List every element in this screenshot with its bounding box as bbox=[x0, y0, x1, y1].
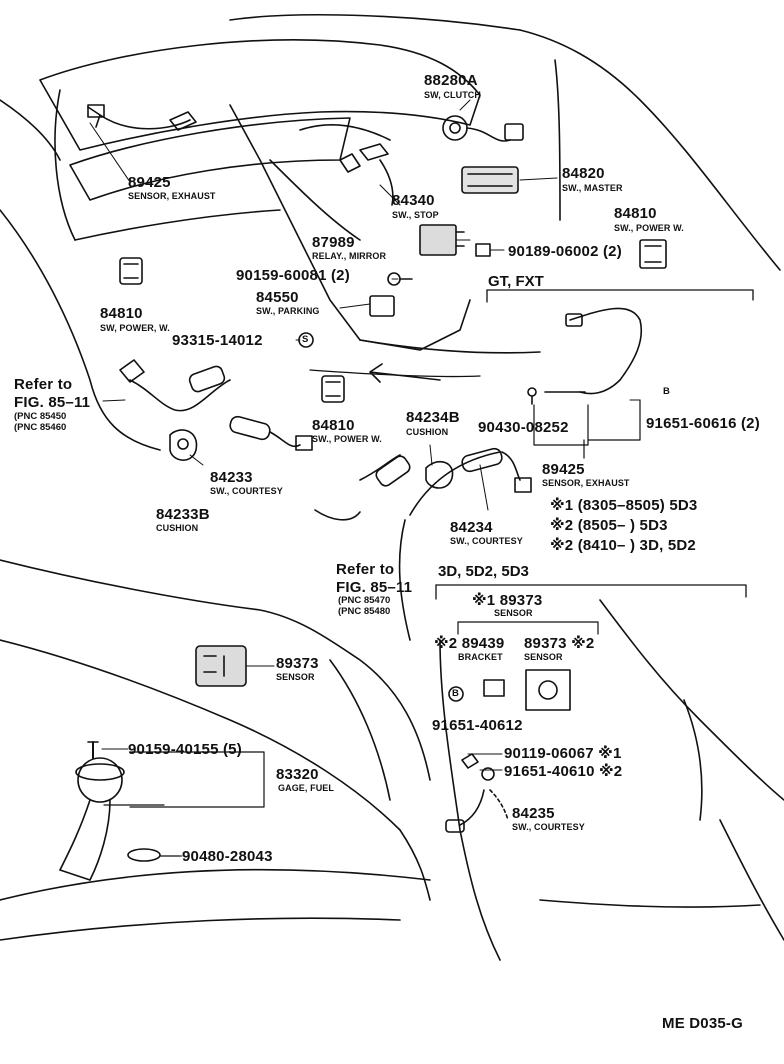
part-83320: 83320 bbox=[276, 766, 319, 783]
fig-ref-left: FIG. 85–11 bbox=[14, 394, 91, 411]
desc-89373-left: SENSOR bbox=[276, 672, 315, 682]
desc-87989: RELAY., MIRROR bbox=[312, 251, 387, 261]
part-91651-40612: 91651-40612 bbox=[432, 717, 523, 734]
desc-84340: SW., STOP bbox=[392, 210, 439, 220]
part-84233: 84233 bbox=[210, 469, 253, 486]
desc-89439: BRACKET bbox=[458, 652, 503, 662]
part-93315-14012: 93315-14012 bbox=[172, 332, 263, 349]
part-91651-40610: 91651-40610 ※2 bbox=[504, 763, 623, 780]
part-89373-top: ※1 89373 bbox=[472, 592, 543, 609]
pnc-85480: (PNC 85480 bbox=[338, 606, 391, 617]
part-84810-right: 84810 bbox=[614, 205, 657, 222]
dash-panel bbox=[229, 104, 471, 351]
part-89373-right: 89373 ※2 bbox=[524, 635, 595, 652]
pnc-85450: (PNC 85450 bbox=[14, 411, 67, 422]
exhaust-sensor-wire bbox=[569, 307, 643, 395]
desc-84233B: CUSHION bbox=[156, 523, 199, 533]
note-1: ※1 (8305–8505) 5D3 bbox=[550, 497, 698, 514]
desc-84810-left: SW, POWER, W. bbox=[100, 323, 170, 333]
desc-84234: SW., COURTESY bbox=[450, 536, 523, 546]
pnc-85470: (PNC 85470 bbox=[338, 595, 391, 606]
part-91651-60616: 91651-60616 (2) bbox=[646, 415, 760, 432]
part-90119-06067: 90119-06067 ※1 bbox=[504, 745, 622, 762]
part-89439: ※2 89439 bbox=[434, 635, 505, 652]
hatch-outline bbox=[39, 39, 481, 151]
desc-84550: SW., PARKING bbox=[256, 306, 320, 316]
pnc-85460: (PNC 85460 bbox=[14, 422, 67, 433]
floor-line bbox=[359, 339, 541, 354]
body-left-quarter bbox=[0, 209, 161, 451]
variant-gt-fxt: GT, FXT bbox=[488, 273, 544, 290]
desc-84235: SW., COURTESY bbox=[512, 822, 585, 832]
figure-code: ME D035-G bbox=[662, 1015, 743, 1032]
part-84550: 84550 bbox=[256, 289, 299, 306]
mark-b-upper: B bbox=[663, 386, 670, 397]
mark-b-lower: B bbox=[452, 688, 459, 699]
note-2: ※2 (8505– ) 5D3 bbox=[550, 517, 668, 534]
desc-89425-upper: SENSOR, EXHAUST bbox=[128, 191, 216, 201]
part-84233B: 84233B bbox=[156, 506, 210, 523]
part-84340: 84340 bbox=[392, 192, 435, 209]
part-84820: 84820 bbox=[562, 165, 605, 182]
part-90480-28043: 90480-28043 bbox=[182, 848, 273, 865]
part-84235: 84235 bbox=[512, 805, 555, 822]
part-89373-left: 89373 bbox=[276, 655, 319, 672]
note-3: ※2 (8410– ) 3D, 5D2 bbox=[550, 537, 696, 554]
part-90189-06002: 90189-06002 (2) bbox=[508, 243, 622, 260]
desc-83320: GAGE, FUEL bbox=[278, 783, 335, 793]
desc-89373-top: SENSOR bbox=[494, 608, 533, 618]
lower-body bbox=[0, 559, 431, 781]
refer-to-left: Refer to bbox=[14, 376, 73, 393]
body-roofline bbox=[54, 89, 76, 241]
harness-upper bbox=[99, 114, 191, 130]
fig-ref-right: FIG. 85–11 bbox=[336, 579, 413, 596]
part-84234: 84234 bbox=[450, 519, 493, 536]
refer-to-right: Refer to bbox=[336, 561, 395, 578]
desc-84810-right: SW., POWER W. bbox=[614, 223, 684, 233]
part-89425-upper: 89425 bbox=[128, 174, 171, 191]
part-88280A: 88280A bbox=[424, 72, 478, 89]
desc-84234B: CUSHION bbox=[406, 427, 449, 437]
desc-84233: SW., COURTESY bbox=[210, 486, 283, 496]
part-84234B: 84234B bbox=[406, 409, 460, 426]
part-84810-left: 84810 bbox=[100, 305, 143, 322]
variant-3d-5d2-5d3: 3D, 5D2, 5D3 bbox=[438, 563, 529, 580]
part-84810-center: 84810 bbox=[312, 417, 355, 434]
desc-89425-lower: SENSOR, EXHAUST bbox=[542, 478, 630, 488]
mark-s: S bbox=[302, 334, 309, 345]
desc-84810-center: SW., POWER W. bbox=[312, 434, 382, 444]
part-89425-lower: 89425 bbox=[542, 461, 585, 478]
master-switch-shape bbox=[461, 166, 519, 194]
part-90159-60081: 90159-60081 (2) bbox=[236, 267, 350, 284]
desc-88280A: SW, CLUTCH bbox=[424, 90, 481, 100]
desc-84820: SW., MASTER bbox=[562, 183, 623, 193]
hatch-glass bbox=[69, 117, 351, 201]
part-90159-40155: 90159-40155 (5) bbox=[128, 741, 242, 758]
rear-right-pillar bbox=[519, 29, 781, 271]
desc-89373-right: SENSOR bbox=[524, 652, 563, 662]
part-90430-08252: 90430-08252 bbox=[478, 419, 569, 436]
part-87989: 87989 bbox=[312, 234, 355, 251]
